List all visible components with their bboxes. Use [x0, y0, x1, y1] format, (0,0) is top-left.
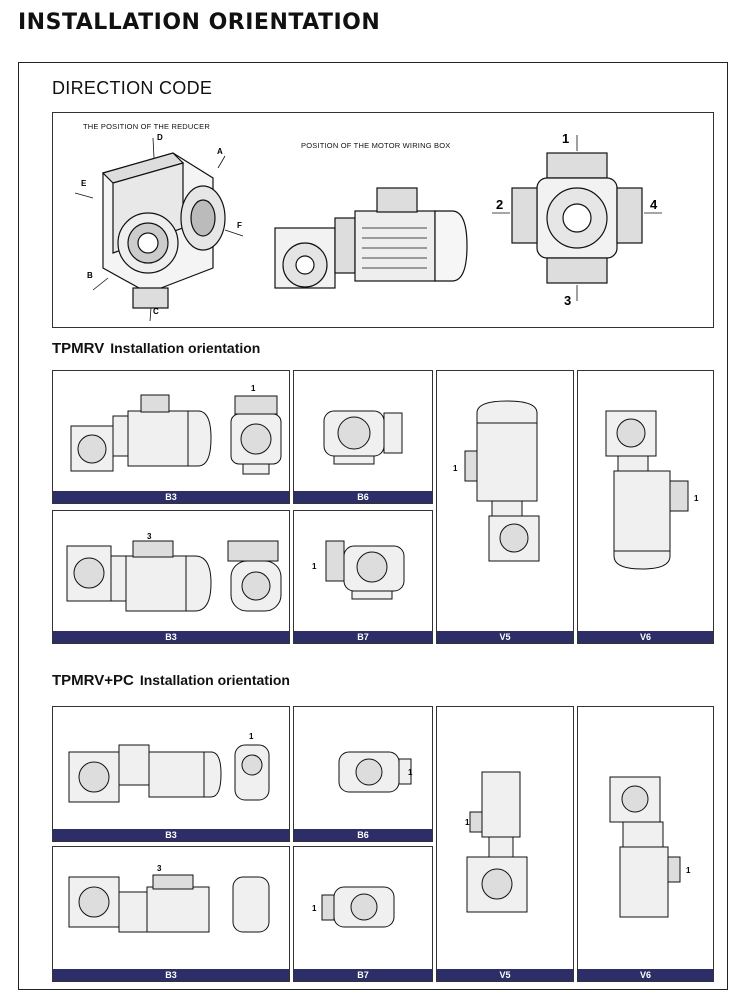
- orientation-label: V5: [437, 631, 573, 643]
- orientation-label: V6: [578, 969, 713, 981]
- wiring-number-2: 2: [496, 197, 503, 212]
- content-frame: [18, 62, 728, 990]
- orientation-label: B3: [53, 491, 289, 503]
- reducer-letter-a: A: [217, 147, 223, 156]
- orientation-label: B6: [294, 491, 432, 503]
- orientation-label: V6: [578, 631, 713, 643]
- page-title: INSTALLATION ORIENTATION: [18, 10, 381, 35]
- pc-orientation-cell-v6: 1 V6: [577, 706, 714, 982]
- pc-v5-gearmotor-drawing: 1: [465, 771, 528, 913]
- b7-gearmotor-drawing: 1: [312, 540, 405, 600]
- position-marker: 1: [686, 866, 691, 875]
- orientation-label: B3: [53, 969, 289, 981]
- pc-orientation-cell-v5: 1 V5: [436, 706, 574, 982]
- reducer-letter-f: F: [237, 221, 242, 230]
- reducer-position-caption: THE POSITION OF THE REDUCER: [83, 122, 210, 131]
- orientation-label: B7: [294, 631, 432, 643]
- direction-code-panel: THE POSITION OF THE REDUCER POSITION OF …: [52, 112, 714, 328]
- b6-gearmotor-drawing: [323, 410, 403, 465]
- wiring-number-3: 3: [564, 293, 571, 308]
- pc-b6-gearmotor-drawing: 1: [338, 751, 413, 793]
- orientation-label: B6: [294, 829, 432, 841]
- position-marker: 1: [694, 494, 699, 503]
- orientation-cell-b3: 1 B3: [52, 370, 290, 504]
- direction-code-heading: DIRECTION CODE: [52, 78, 213, 98]
- section-title: Installation orientation: [110, 340, 261, 356]
- orientation-label: V5: [437, 969, 573, 981]
- orientation-label: B3: [53, 829, 289, 841]
- position-marker: 1: [249, 732, 254, 741]
- wiring-number-1: 1: [562, 131, 569, 146]
- position-marker: 1: [312, 562, 317, 571]
- position-marker: 3: [147, 532, 152, 541]
- b3-gearmotor-drawing: 1: [70, 384, 282, 475]
- section-heading-tpmrv: TPMRV Installation orientation: [52, 340, 260, 357]
- orientation-cell-b6: B6: [293, 370, 433, 504]
- wiring-box-caption: POSITION OF THE MOTOR WIRING BOX: [301, 141, 451, 150]
- section-model: TPMRV+PC: [52, 672, 134, 689]
- orientation-label: B3: [53, 631, 289, 643]
- position-marker: 1: [408, 768, 413, 777]
- pc-orientation-cell-b6: 1 B6: [293, 706, 433, 842]
- reducer-letter-c: C: [153, 307, 159, 316]
- pc-orientation-cell-b7: 1 B7: [293, 846, 433, 982]
- wiring-box-top-view: 1 2 3 4: [491, 131, 662, 308]
- orientation-label: B7: [294, 969, 432, 981]
- section-model: TPMRV: [52, 340, 105, 357]
- v6-gearmotor-drawing: 1: [605, 410, 699, 570]
- position-marker: 1: [453, 464, 458, 473]
- motor-wiring-box-drawing: [274, 187, 469, 289]
- position-marker: 1: [465, 818, 470, 827]
- b3-alt-gearmotor-drawing: 3: [66, 532, 282, 612]
- section-title: Installation orientation: [139, 672, 290, 688]
- pc-b7-gearmotor-drawing: 1: [312, 886, 395, 928]
- position-marker: 1: [312, 904, 317, 913]
- position-marker: 3: [157, 864, 162, 873]
- pc-v6-gearmotor-drawing: 1: [609, 776, 691, 918]
- pc-b3-alt-gearmotor-drawing: 3: [68, 864, 270, 933]
- reducer-letter-b: B: [87, 271, 93, 280]
- wiring-number-4: 4: [650, 197, 658, 212]
- orientation-cell-b7: 1 B7: [293, 510, 433, 644]
- orientation-cell-v6: 1 V6: [577, 370, 714, 644]
- reducer-isometric-drawing: D A E F B C: [74, 133, 244, 322]
- pc-orientation-cell-b3: 1 B3: [52, 706, 290, 842]
- reducer-letter-d: D: [157, 133, 163, 142]
- orientation-cell-v5: 1 V5: [436, 370, 574, 644]
- v5-gearmotor-drawing: 1: [453, 400, 540, 562]
- orientation-cell-b3-alt: 3 B3: [52, 510, 290, 644]
- reducer-letter-e: E: [81, 179, 87, 188]
- pc-orientation-cell-b3-alt: 3 B3: [52, 846, 290, 982]
- section-heading-tpmrv-pc: TPMRV+PC Installation orientation: [52, 672, 290, 689]
- pc-b3-gearmotor-drawing: 1: [68, 732, 270, 803]
- position-marker: 1: [251, 384, 256, 393]
